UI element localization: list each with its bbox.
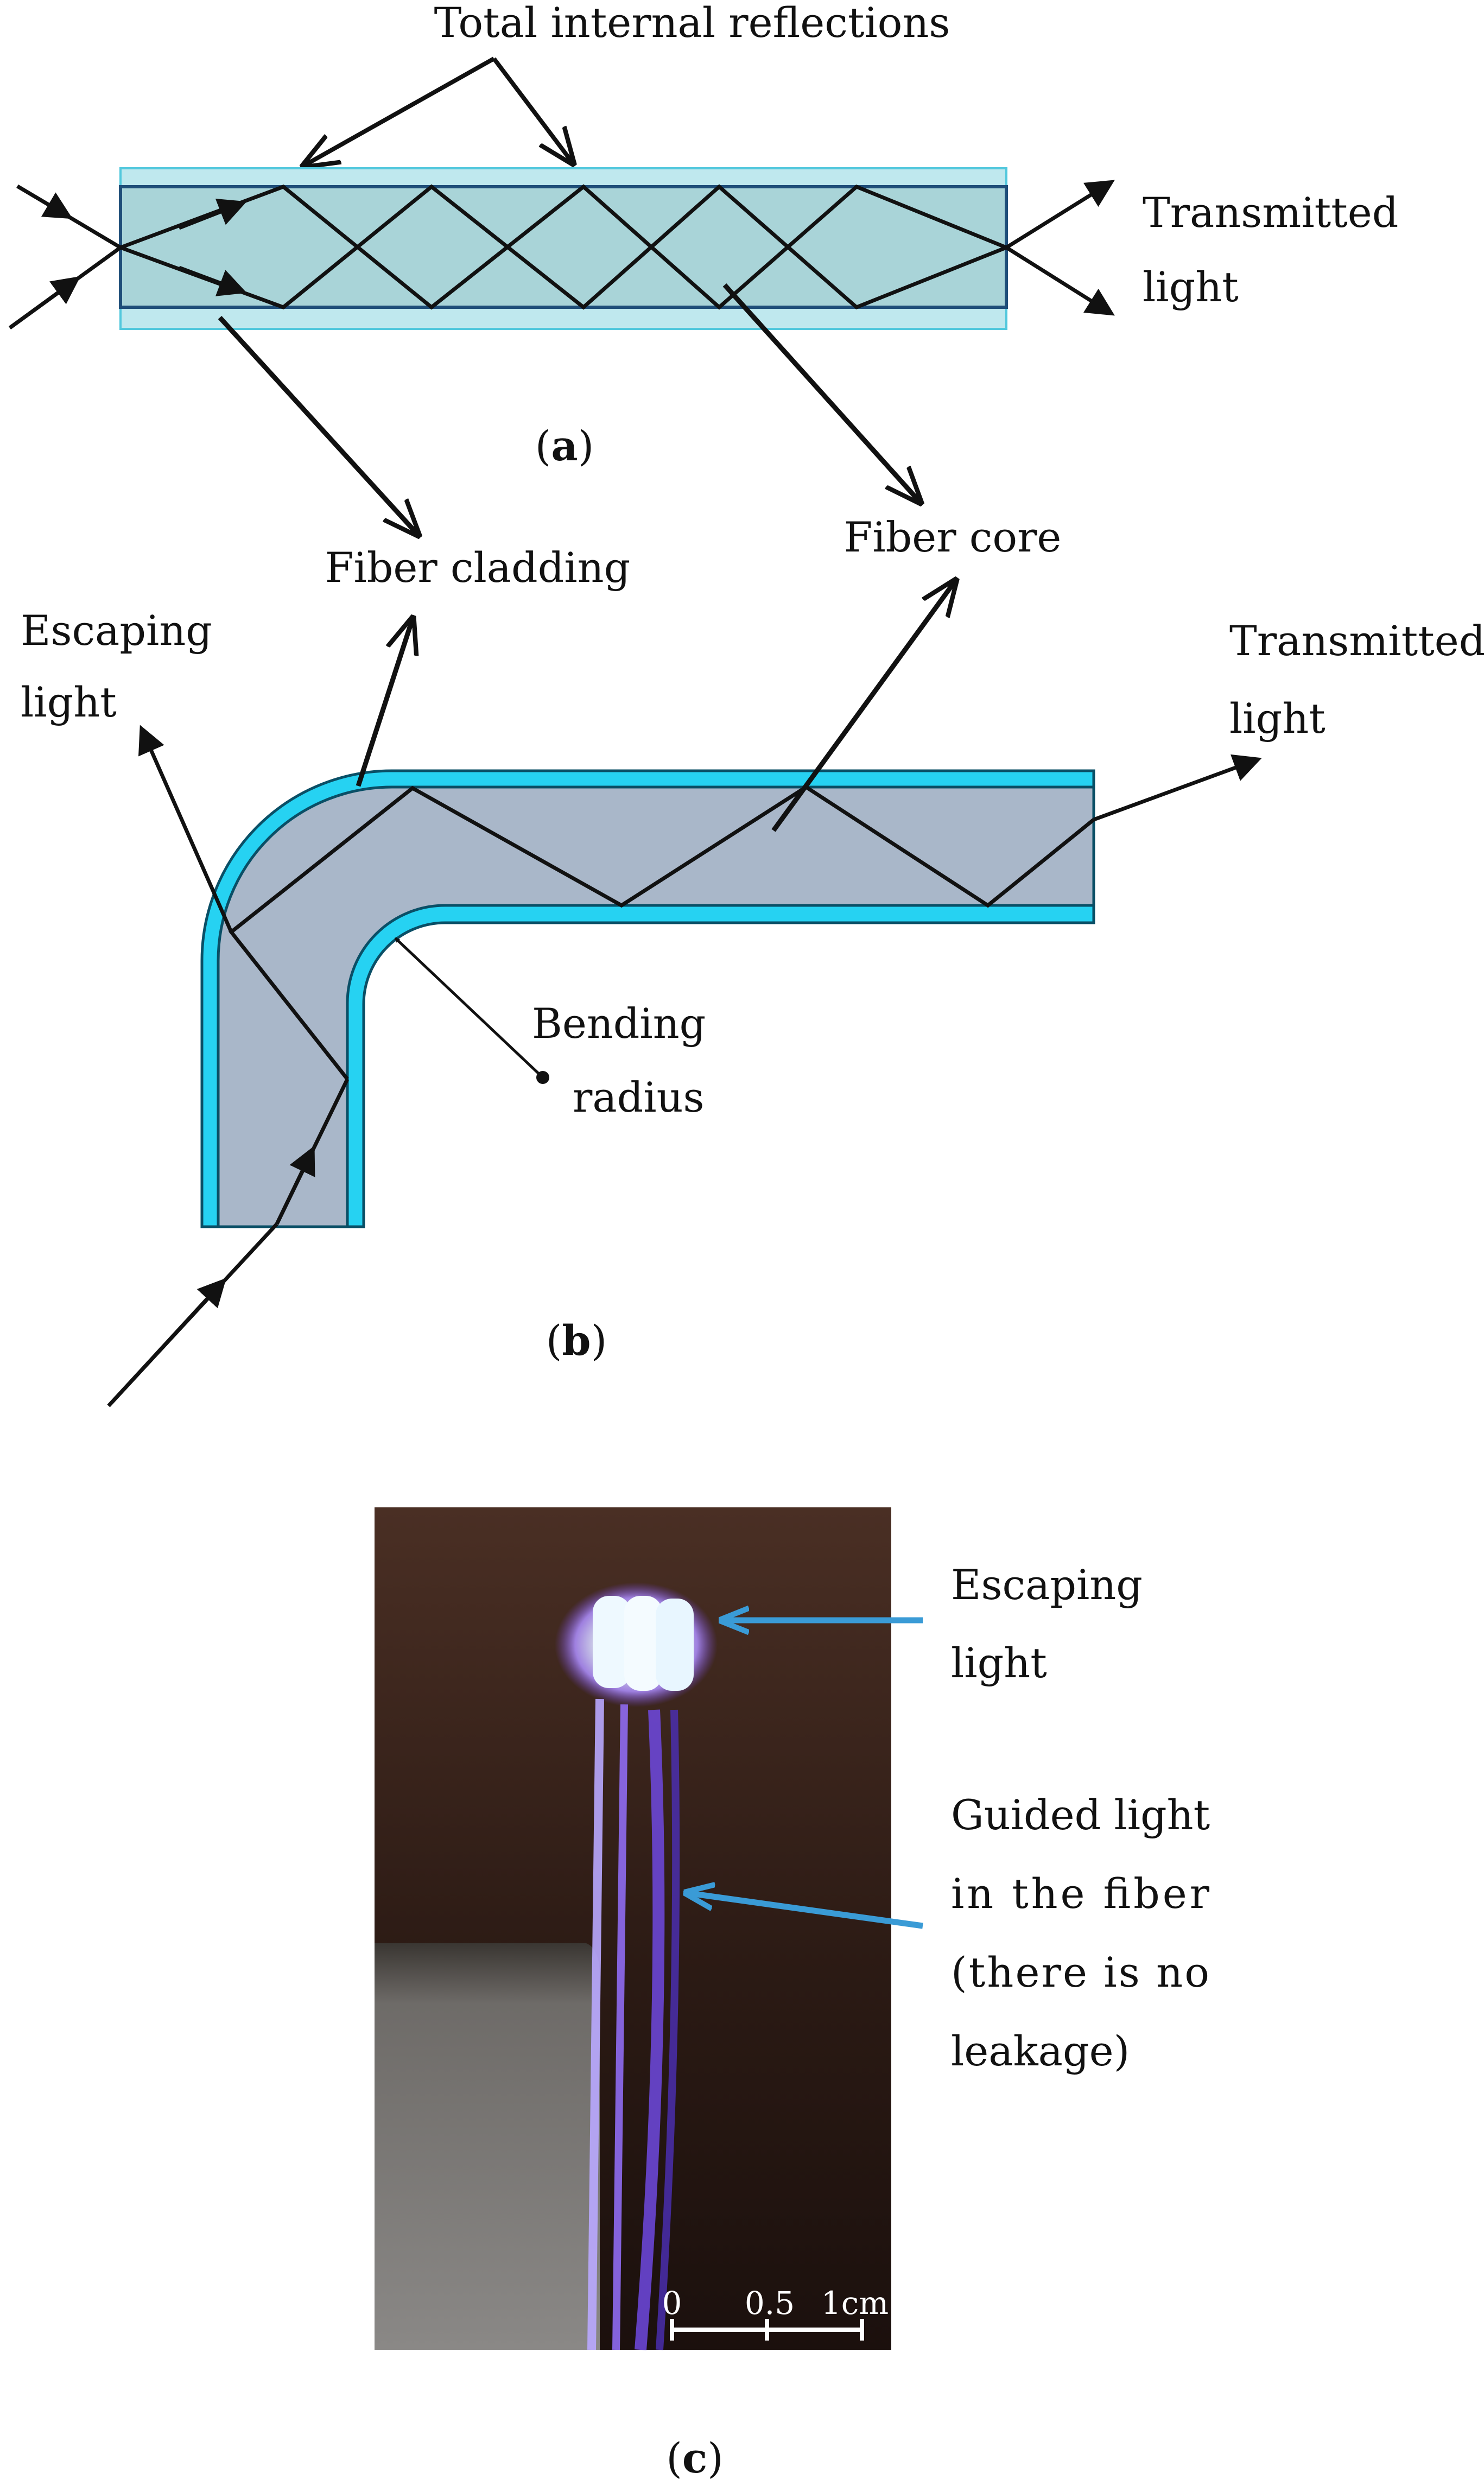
scale-1cm: 1cm — [821, 2285, 889, 2322]
fiber-a-core — [119, 185, 1008, 309]
panel-c-photo: 0 0.5 1cm Escaping light Guided light in… — [375, 1507, 1210, 2482]
fiber-strand-3 — [635, 1709, 665, 2350]
transmitted-ray-b — [1093, 754, 1262, 822]
scale-05: 0.5 — [745, 2285, 795, 2322]
fiber-strand-2 — [612, 1704, 628, 2350]
tip-1 — [593, 1596, 631, 1688]
guided-c-line1: Guided light — [951, 1791, 1210, 1839]
guided-c-arrow — [689, 1893, 923, 1929]
panel-a-sublabel: (a) — [535, 422, 594, 470]
tip-2 — [624, 1596, 662, 1691]
fiber-strand-4 — [656, 1709, 680, 2350]
fiber-cladding-pointer — [356, 619, 413, 787]
guided-c-line2: in the fiber — [951, 1869, 1210, 1918]
fiber-core-pointer — [771, 581, 955, 832]
fiber-cladding-label: Fiber cladding — [325, 543, 631, 592]
cladding-pointer — [218, 315, 418, 535]
transmitted-ray-a-2 — [1005, 246, 1115, 316]
transmitted-a-line1: Transmitted — [1143, 188, 1398, 237]
ray-a-2 — [119, 184, 1007, 310]
tir-label: Total internal reflections — [434, 0, 950, 47]
ray-a-1 — [119, 184, 1007, 310]
panel-b-sublabel: (b) — [546, 1316, 607, 1365]
escaping-c-line1: Escaping — [951, 1561, 1143, 1609]
tir-arrow-left — [304, 56, 495, 166]
bending-line2: radius — [573, 1073, 705, 1121]
bending-radius-dot — [536, 1071, 549, 1084]
escaping-ray-b — [138, 725, 233, 933]
bending-radius-pointer — [394, 937, 544, 1079]
fiber-core-label: Fiber core — [844, 513, 1062, 561]
panel-a-straight-fiber: Total internal reflections Transmitted l… — [8, 0, 1398, 535]
transmitted-ray-a-1 — [1005, 180, 1115, 249]
panel-c-sublabel: (c) — [666, 2434, 724, 2482]
guided-c-line3: (there is no — [951, 1948, 1209, 1996]
panel-b-bent-fiber: Fiber cladding Fiber core Escaping light… — [21, 513, 1484, 1407]
transmitted-b-line2: light — [1229, 694, 1326, 743]
tip-3 — [656, 1599, 694, 1691]
transmitted-a-line2: light — [1143, 263, 1239, 311]
fiber-strand-1 — [587, 1698, 604, 2350]
tir-arrow-right — [492, 57, 573, 163]
scale-0: 0 — [662, 2285, 682, 2322]
escaping-b-line1: Escaping — [21, 606, 212, 655]
photo-grey-block — [375, 1943, 600, 2350]
escaping-c-line2: light — [951, 1639, 1047, 1687]
escaping-b-line2: light — [21, 678, 117, 726]
transmitted-b-line1: Transmitted — [1229, 617, 1484, 665]
core-pointer — [722, 283, 920, 502]
bending-line1: Bending — [532, 999, 706, 1048]
guided-c-line4: leakage) — [951, 2027, 1130, 2075]
fiber-b-core — [217, 785, 1095, 1228]
